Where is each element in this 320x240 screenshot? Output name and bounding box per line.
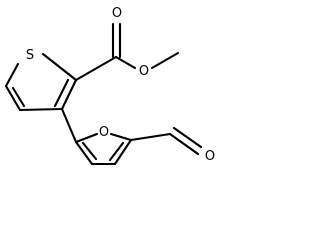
bond-c2-s <box>41 52 78 82</box>
bond-thiophene-furan-link <box>60 107 78 144</box>
bond-c2-carbonyl-carbon <box>74 55 118 82</box>
bond-s-c5 <box>4 62 20 88</box>
thiophene-ring <box>4 52 78 112</box>
bond-c5-c4-single <box>113 138 133 166</box>
atom-label-aldehyde-oxygen: O <box>205 149 215 164</box>
aldehyde-group <box>129 126 203 156</box>
molecule-structure-diagram: S O O O O <box>4 6 215 166</box>
bond-ester-oxygen-methyl <box>150 51 180 70</box>
bond-c5-c4-double <box>108 141 125 162</box>
bond-c3-c2-single <box>60 78 78 111</box>
atom-label-thiophene-sulfur: S <box>26 48 34 63</box>
bond-aldehyde-double-a <box>168 132 200 156</box>
bond-c3-c2-single <box>74 140 94 166</box>
bond-c2-o1 <box>74 132 99 144</box>
atom-label-furan-oxygen: O <box>99 125 109 140</box>
bond-aldehyde-double-b <box>172 126 203 149</box>
furan-ring <box>74 132 133 166</box>
bond-carbonyl-ester-oxygen <box>114 55 137 70</box>
bond-o1-c5 <box>109 132 133 142</box>
bond-c5-c4-double <box>11 86 26 108</box>
atom-label-carbonyl-oxygen: O <box>112 6 122 21</box>
atom-label-ester-oxygen: O <box>139 64 149 79</box>
bond-furan-aldehyde-carbon <box>129 132 172 142</box>
methyl-ester-group <box>74 22 180 82</box>
bond-c4-c3 <box>18 107 64 112</box>
bond-c3-c2-double <box>81 141 98 161</box>
bond-c3-c2-double <box>53 78 70 108</box>
bond-c5-c4-single <box>4 84 22 112</box>
